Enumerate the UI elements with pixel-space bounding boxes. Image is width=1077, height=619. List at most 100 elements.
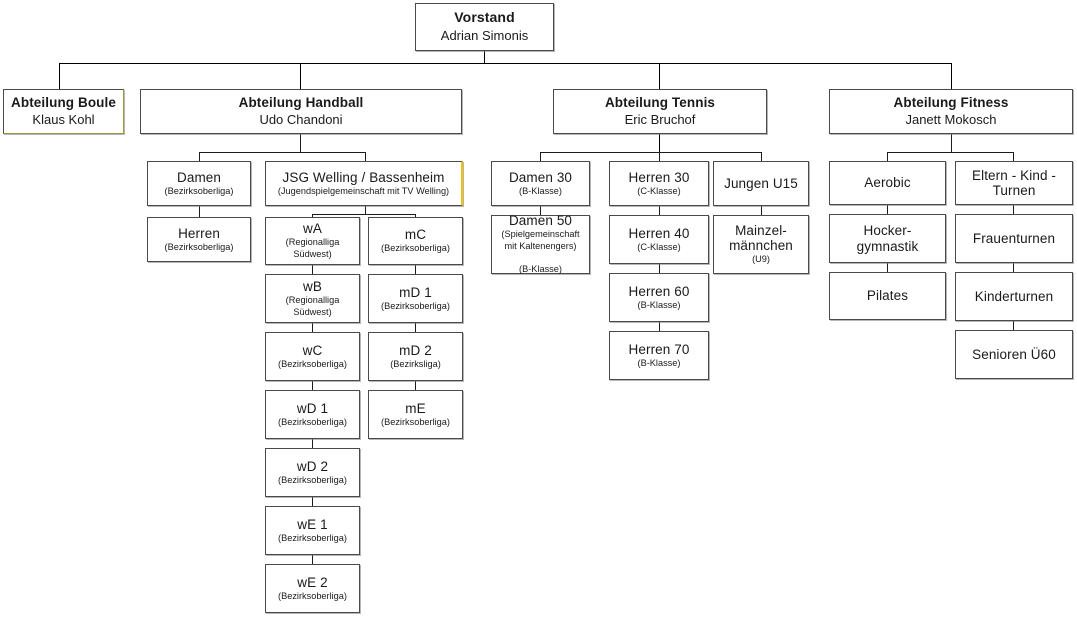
node-fitness-senioren-ue60[interactable]: Senioren Ü60 [955,330,1073,379]
node-title: JSG Welling / Bassenheim [282,169,445,185]
node-handball-wb[interactable]: wB (Regionalliga Südwest) [265,274,360,323]
connector-damen-herren [199,206,200,217]
connector-jsg-mc [415,214,416,217]
node-tennis-damen-30[interactable]: Damen 30 (B-Klasse) [491,161,590,206]
node-tennis-herren-40[interactable]: Herren 40 (C-Klasse) [609,215,709,264]
node-subtitle: (Bezirksoberliga) [381,416,450,427]
node-abteilung-handball[interactable]: Abteilung Handball Udo Chandoni [140,89,462,134]
connector-wd1-wd2 [312,439,313,448]
node-subtitle: Udo Chandoni [259,111,343,127]
node-handball-herren[interactable]: Herren (Bezirksoberliga) [147,217,251,262]
node-handball-damen[interactable]: Damen (Bezirksoberliga) [147,161,251,206]
connector-drop-handball [300,63,301,89]
node-subtitle: (B-Klasse) [637,299,681,310]
node-title: Hocker- gymnastik [856,223,919,254]
node-subtitle: (Regionalliga Südwest) [285,237,340,260]
connector-fitness-stem [951,134,952,152]
node-title: mE [405,400,426,416]
node-title: mC [404,227,427,243]
node-subtitle: (Bezirksoberliga) [278,590,347,601]
connector-aerobic-hocker [887,205,888,214]
connector-fitness-bus [887,152,1013,153]
node-tennis-herren-60[interactable]: Herren 60 (B-Klasse) [609,273,709,322]
connector-fitness-aerobic [887,152,888,161]
node-tennis-herren-70[interactable]: Herren 70 (B-Klasse) [609,331,709,380]
node-vorstand[interactable]: Vorstand Adrian Simonis [415,3,554,51]
node-title: wC [302,342,323,358]
connector-jsg-wa [312,214,313,217]
node-subtitle: (U9) [752,254,770,265]
node-tennis-mainzelmaennchen[interactable]: Mainzel- männchen (U9) [713,215,809,274]
node-title: Vorstand [454,8,515,25]
connector-handball-bus [199,152,365,153]
node-tennis-jungen-u15[interactable]: Jungen U15 [713,161,809,206]
node-title: wD 1 [296,400,329,416]
connector-jungen-mainzel [761,206,762,215]
connector-md2-me [415,381,416,390]
node-subtitle: (B-Klasse) [519,185,562,196]
node-subtitle: Adrian Simonis [440,27,529,43]
node-fitness-eltern-kind-turnen[interactable]: Eltern - Kind - Turnen [955,161,1073,205]
node-subtitle: (Bezirksliga) [390,358,441,369]
node-handball-md2[interactable]: mD 2 (Bezirksliga) [368,332,463,381]
node-tennis-damen-50[interactable]: Damen 50 (Spielgemeinschaft mit Kaltenen… [491,213,590,275]
node-title: wA [303,221,322,237]
node-handball-me[interactable]: mE (Bezirksoberliga) [368,390,463,439]
connector-root-stem [484,51,485,64]
node-title: Senioren Ü60 [972,346,1056,362]
node-handball-wa[interactable]: wA (Regionalliga Südwest) [265,217,360,265]
connector-tennis-bus [540,152,761,153]
node-handball-wc[interactable]: wC (Bezirksoberliga) [265,332,360,381]
node-fitness-kinderturnen[interactable]: Kinderturnen [955,272,1073,321]
node-title: mD 2 [399,342,432,358]
node-subtitle: (Bezirksoberliga) [278,416,347,427]
connector-kinder-senioren [1013,321,1014,330]
node-subtitle: (Regionalliga Südwest) [285,294,340,317]
node-title: Abteilung Tennis [604,94,716,110]
connector-herren40-herren60 [659,264,660,273]
node-handball-wd1[interactable]: wD 1 (Bezirksoberliga) [265,390,360,439]
connector-fitness-eltern [1013,152,1014,161]
node-subtitle: Eric Bruchof [624,111,696,127]
node-handball-jsg-welling-bassenheim[interactable]: JSG Welling / Bassenheim (Jugendspielgem… [265,161,463,206]
node-title: Abteilung Fitness [893,94,1009,110]
node-subtitle: (Spielgemeinschaft mit Kaltenengers) (B-… [501,229,580,275]
connector-tennis-herren30 [659,152,660,161]
node-subtitle: (C-Klasse) [637,241,681,252]
node-abteilung-boule[interactable]: Abteilung Boule Klaus Kohl [3,89,124,134]
node-subtitle: (B-Klasse) [637,357,681,368]
connector-drop-fitness [951,63,952,89]
connector-tennis-jungen [761,152,762,161]
node-title: Herren 30 [628,169,690,185]
connector-hocker-pilates [887,263,888,272]
connector-top-bus [59,63,952,64]
connector-herren60-herren70 [659,322,660,331]
node-fitness-frauenturnen[interactable]: Frauenturnen [955,214,1073,263]
node-handball-mc[interactable]: mC (Bezirksoberliga) [368,217,463,265]
node-abteilung-tennis[interactable]: Abteilung Tennis Eric Bruchof [553,89,767,134]
node-abteilung-fitness[interactable]: Abteilung Fitness Janett Mokosch [829,89,1073,134]
node-fitness-hockergymnastik[interactable]: Hocker- gymnastik [829,214,946,263]
node-title: wE 1 [297,516,328,532]
node-title: Jungen U15 [724,175,798,191]
node-handball-we2[interactable]: wE 2 (Bezirksoberliga) [265,564,360,613]
node-title: Herren 40 [628,225,690,241]
connector-tennis-damen30 [540,152,541,161]
node-tennis-herren-30[interactable]: Herren 30 (C-Klasse) [609,161,709,206]
node-title: Kinderturnen [974,288,1054,304]
node-fitness-pilates[interactable]: Pilates [829,272,946,320]
node-handball-md1[interactable]: mD 1 (Bezirksoberliga) [368,274,463,323]
node-title: Herren 70 [628,341,690,357]
node-handball-wd2[interactable]: wD 2 (Bezirksoberliga) [265,448,360,497]
node-fitness-aerobic[interactable]: Aerobic [829,161,946,205]
node-title: Frauenturnen [972,230,1056,246]
connector-handball-stem [300,134,301,152]
node-subtitle: Janett Mokosch [905,111,997,127]
node-title: mD 1 [399,284,432,300]
node-handball-we1[interactable]: wE 1 (Bezirksoberliga) [265,506,360,555]
node-title: Pilates [866,288,909,304]
connector-we1-we2 [312,555,313,564]
node-subtitle: (Bezirksoberliga) [278,474,347,485]
connector-damen30-damen50 [540,206,541,215]
